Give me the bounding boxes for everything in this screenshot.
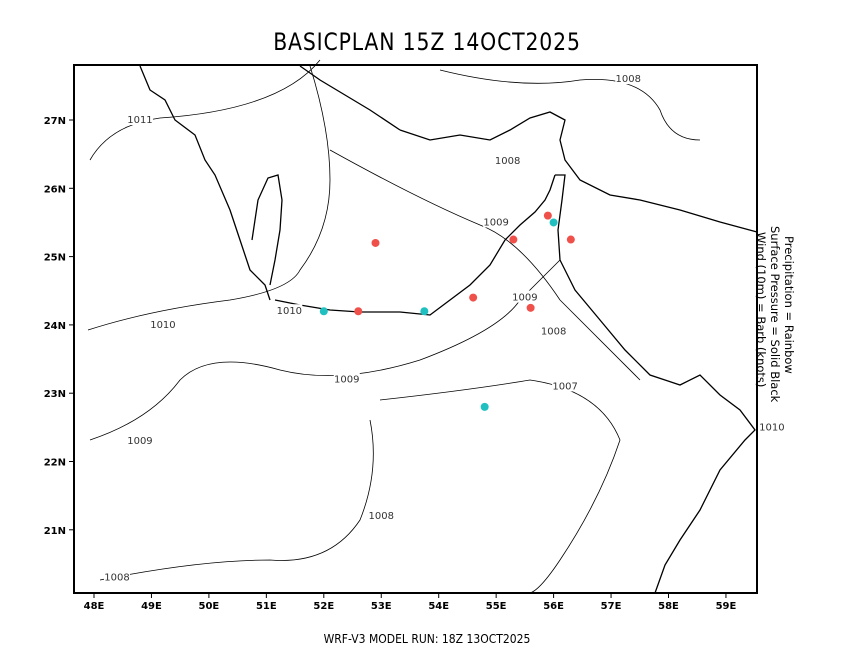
lat-tick-label: 24N — [44, 321, 66, 332]
isobar-label-bg — [333, 372, 360, 385]
isobar-label: 1008 — [369, 511, 394, 522]
oman-coast — [555, 174, 756, 594]
isobar-label: 1011 — [127, 115, 152, 126]
precipitation-points — [319, 211, 575, 411]
map-title: BASICPLAN 15Z 14OCT2025 — [273, 28, 581, 56]
precipitation-point — [354, 307, 363, 316]
precipitation-point — [420, 307, 429, 316]
isobar-label-bg — [126, 113, 153, 125]
lat-tick-label: 27N — [44, 116, 66, 127]
precipitation-point — [543, 211, 552, 220]
isobar-label: 1008 — [104, 573, 129, 584]
isobar-label: 1008 — [495, 156, 520, 167]
lon-tick-label: 56E — [543, 601, 564, 612]
precipitation-point — [526, 303, 535, 312]
latitude-axis: 27N 26N 25N 24N 23N 22N 21N — [44, 116, 74, 537]
iran-coast-north — [299, 65, 401, 131]
longitude-axis: 48E 49E 50E 51E 52E 53E 54E 55E 56E 57E 58E 59E — [84, 593, 737, 612]
lat-tick-label: 23N — [44, 389, 66, 400]
lon-tick-label: 48E — [84, 601, 105, 612]
lon-tick-label: 54E — [428, 601, 449, 612]
isobar-label-bg — [149, 317, 176, 330]
lon-tick-label: 51E — [256, 601, 277, 612]
isobar-lines — [87, 59, 701, 594]
isobar-label: 1009 — [127, 436, 152, 447]
isobar-label: 1010 — [150, 320, 175, 331]
isobar-label-bg — [758, 420, 785, 433]
precipitation-point — [319, 307, 328, 316]
isobar-label: 1008 — [541, 327, 566, 338]
lon-tick-label: 53E — [371, 601, 392, 612]
saudi-coast — [139, 65, 271, 301]
isobar-label-bg — [615, 72, 642, 85]
precipitation-point — [480, 402, 489, 411]
lon-tick-label: 49E — [141, 601, 162, 612]
uae-coast — [274, 174, 556, 316]
precipitation-point — [509, 235, 518, 244]
isobar-label: 1007 — [552, 381, 577, 392]
lon-tick-label: 57E — [601, 601, 622, 612]
precipitation-point — [469, 293, 478, 302]
isobar-label-bg — [276, 304, 303, 317]
coastlines — [139, 65, 758, 594]
isobar-label: 1009 — [483, 217, 508, 228]
isobar-label-bg — [483, 215, 510, 228]
precipitation-point — [371, 238, 380, 247]
lat-tick-label: 22N — [44, 458, 66, 469]
precipitation-point — [566, 235, 575, 244]
lat-tick-label: 25N — [44, 253, 66, 264]
isobar-label: 1008 — [616, 74, 641, 85]
isobar-label-bg — [494, 153, 521, 166]
precipitation-point — [549, 218, 558, 227]
isobar-label-bg — [368, 509, 395, 522]
isobar-label-bg — [511, 290, 538, 303]
lon-tick-label: 58E — [658, 601, 679, 612]
isobar-label: 1010 — [759, 422, 784, 433]
isobar-labels: 1008 1008 1011 1009 1009 1010 1010 1008 1009 1007… — [103, 72, 785, 584]
iran-coast — [399, 111, 758, 233]
isobar-label-bg — [540, 324, 567, 337]
lon-tick-label: 55E — [486, 601, 507, 612]
isobar-label-bg — [126, 434, 153, 447]
isobar-label-bg — [103, 570, 130, 583]
qatar-peninsula — [251, 174, 283, 286]
lon-tick-label: 50E — [199, 601, 220, 612]
isobar-label: 1009 — [334, 375, 359, 386]
lat-tick-label: 26N — [44, 184, 66, 195]
lon-tick-label: 52E — [313, 601, 334, 612]
lat-tick-label: 21N — [44, 526, 66, 537]
lon-tick-label: 59E — [716, 601, 737, 612]
isobar-label: 1009 — [512, 293, 537, 304]
model-run-label: WRF-V3 MODEL RUN: 18Z 13OCT2025 — [323, 632, 531, 646]
map-frame — [73, 64, 758, 594]
isobar-label: 1010 — [277, 306, 302, 317]
isobar-label-bg — [552, 379, 579, 392]
